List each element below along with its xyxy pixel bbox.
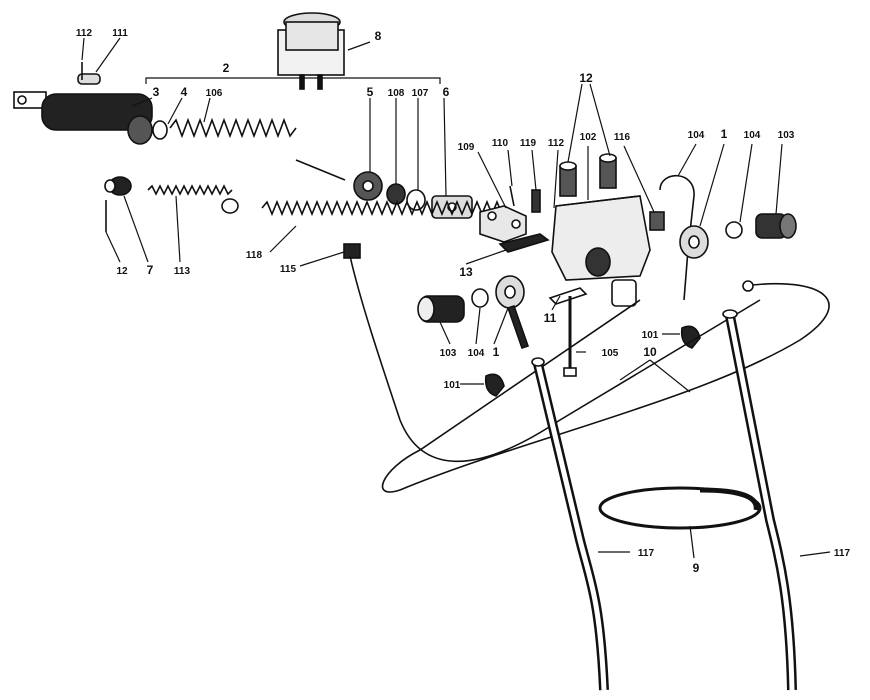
part-10-brake-line bbox=[349, 255, 830, 493]
callout-112-mid: 112 bbox=[548, 138, 565, 149]
part-113-screw bbox=[147, 184, 239, 214]
part-102-body bbox=[551, 195, 651, 307]
callout-113: 113 bbox=[174, 266, 191, 277]
callout-12-top: 12 bbox=[579, 71, 593, 85]
callout-1-left: 1 bbox=[493, 345, 500, 359]
callout-107: 107 bbox=[412, 88, 429, 99]
callout-8: 8 bbox=[375, 29, 382, 43]
callout-104-left: 104 bbox=[468, 348, 485, 359]
part-118-spring bbox=[261, 199, 508, 217]
callout-5: 5 bbox=[367, 85, 374, 99]
callout-109: 109 bbox=[458, 142, 475, 153]
part-104-washer-right bbox=[725, 221, 743, 239]
part-9-oval bbox=[598, 486, 762, 530]
part-12-caps bbox=[559, 153, 617, 197]
part-116-fitting bbox=[649, 211, 665, 231]
part-103-bolt-left bbox=[417, 295, 465, 323]
callout-9: 9 bbox=[693, 561, 700, 575]
callout-110: 110 bbox=[492, 138, 509, 149]
callout-7: 7 bbox=[147, 263, 154, 277]
part-115-clip bbox=[343, 243, 361, 259]
leader-lines bbox=[81, 37, 831, 559]
callout-4: 4 bbox=[181, 85, 188, 99]
part-117-handlebar-right bbox=[722, 309, 797, 691]
callout-112-top: 112 bbox=[76, 28, 93, 39]
callout-13: 13 bbox=[459, 265, 473, 279]
part-8-solenoid bbox=[277, 12, 345, 90]
callout-2: 2 bbox=[223, 61, 230, 75]
callout-103-left: 103 bbox=[440, 348, 457, 359]
callout-106: 106 bbox=[206, 88, 223, 99]
callout-11: 11 bbox=[544, 311, 557, 325]
callout-10: 10 bbox=[643, 345, 657, 359]
part-117-handlebar-left bbox=[531, 357, 609, 691]
callout-104-right-a: 104 bbox=[688, 130, 705, 141]
part-1-banjo-right bbox=[679, 225, 709, 259]
callout-102: 102 bbox=[580, 132, 597, 143]
callout-1-right: 1 bbox=[721, 127, 728, 141]
callout-117-right: 117 bbox=[834, 548, 851, 559]
part-111-pin bbox=[77, 62, 101, 85]
part-103-bolt-right bbox=[755, 213, 797, 239]
callout-101-left: 101 bbox=[444, 380, 461, 391]
callout-119: 119 bbox=[520, 138, 537, 149]
part-5-nut bbox=[353, 171, 383, 201]
part-109-bracket bbox=[479, 205, 527, 243]
callout-115: 115 bbox=[280, 264, 297, 275]
part-101-clamp-left bbox=[484, 373, 505, 397]
callout-labels: 112 111 2 3 4 106 5 108 107 6 8 12 109 1… bbox=[76, 28, 851, 575]
brake-pipe-upper bbox=[659, 174, 695, 301]
callout-104-right-b: 104 bbox=[744, 130, 761, 141]
callout-108: 108 bbox=[388, 88, 405, 99]
callout-101-right: 101 bbox=[642, 330, 659, 341]
part-106-spring bbox=[169, 117, 346, 181]
callout-103-right: 103 bbox=[778, 130, 795, 141]
callout-12-left: 12 bbox=[116, 266, 128, 277]
part-119-bolt bbox=[531, 189, 541, 213]
callout-3: 3 bbox=[153, 85, 160, 99]
part-1-banjo-left bbox=[495, 275, 530, 350]
part-104-washer-left bbox=[471, 288, 489, 308]
part-108-washer bbox=[386, 183, 406, 205]
callout-117-left: 117 bbox=[638, 548, 655, 559]
part-3-cylinder bbox=[13, 91, 153, 145]
part-110-pin bbox=[509, 185, 515, 207]
callout-118: 118 bbox=[246, 250, 263, 261]
part-101-clamp-right bbox=[680, 325, 701, 349]
callout-116: 116 bbox=[614, 132, 631, 143]
callout-6: 6 bbox=[443, 85, 450, 99]
callout-111: 111 bbox=[112, 28, 128, 39]
part-105-bolt bbox=[563, 296, 577, 377]
callout-105: 105 bbox=[602, 348, 619, 359]
part-11-arm bbox=[548, 287, 588, 305]
part-13-lever bbox=[498, 233, 550, 253]
part-7-knob bbox=[104, 176, 132, 196]
part-4-washer bbox=[152, 120, 168, 140]
